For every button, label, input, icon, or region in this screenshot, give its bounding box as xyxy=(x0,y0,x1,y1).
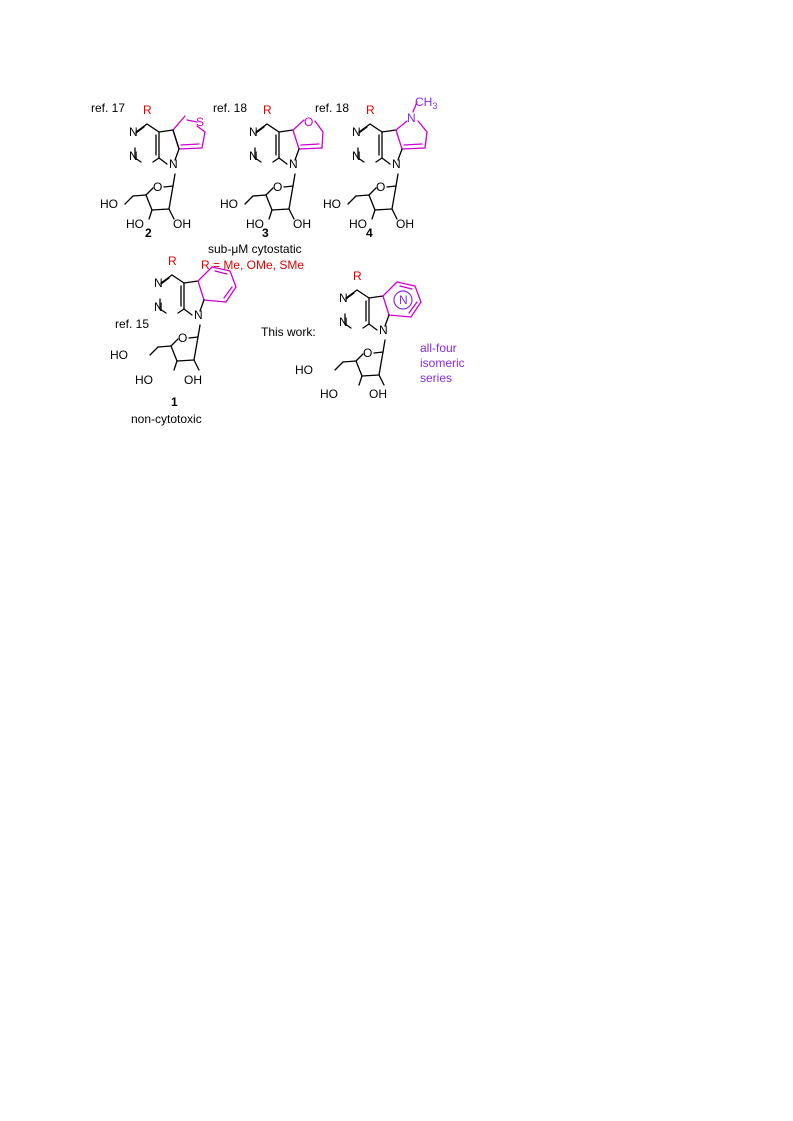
ring-oxygen-label: O xyxy=(363,346,372,360)
hydroxyl-label: OH xyxy=(293,217,311,231)
sulfur-atom-label: S xyxy=(196,115,204,129)
nitrogen-atom-label: N xyxy=(249,125,258,139)
ring-oxygen-label: O xyxy=(376,180,385,194)
compound-2-structure: R S N N N O HO HO OH xyxy=(100,103,206,231)
series-caption-line1: all-four xyxy=(420,341,457,355)
nitrogen-atom-label: N xyxy=(129,125,138,139)
this-work-structure: R N N N N O HO HO OH xyxy=(295,269,422,401)
nitrogen-atom-label: N xyxy=(169,157,178,171)
nitrogen-atom-label: N xyxy=(392,157,401,171)
activity-caption: sub-μM cytostatic xyxy=(208,242,302,256)
hydroxyl-label: HO xyxy=(220,197,238,211)
nitrogen-atom-label: N xyxy=(339,315,348,329)
nitrogen-atom-label: N xyxy=(352,149,361,163)
hydroxyl-label: HO xyxy=(295,363,313,377)
hydroxyl-label: HO xyxy=(323,197,341,211)
hydroxyl-label: HO xyxy=(135,373,153,387)
hydroxyl-label: HO xyxy=(320,387,338,401)
hydroxyl-label: HO xyxy=(100,197,118,211)
n-methylpyrrole-ring xyxy=(395,101,428,150)
nitrogen-atom-label: N xyxy=(154,300,163,314)
substituent-r-label: R xyxy=(143,103,152,117)
compound-4-number: 4 xyxy=(366,226,373,240)
compound-2-number: 2 xyxy=(145,226,152,240)
substituent-caption: R = Me, OMe, SMe xyxy=(201,258,304,272)
pyrrole-nitrogen-label: N xyxy=(407,111,416,125)
nitrogen-atom-label: N xyxy=(194,308,203,322)
ring-oxygen-label: O xyxy=(273,180,282,194)
furan-oxygen-label: O xyxy=(304,115,313,129)
compound-3-number: 3 xyxy=(262,226,269,240)
hydroxyl-label: OH xyxy=(184,373,202,387)
nitrogen-atom-label: N xyxy=(129,149,138,163)
compound-2-ref: ref. 17 xyxy=(91,101,125,115)
pyridine-nitrogen-label: N xyxy=(399,293,408,307)
nitrogen-atom-label: N xyxy=(249,149,258,163)
compound-1-number: 1 xyxy=(171,395,178,409)
hydroxyl-label: HO xyxy=(349,217,367,231)
hydroxyl-label: HO xyxy=(246,217,264,231)
compound-4-structure: R N CH3 N N N O HO HO OH xyxy=(323,95,437,231)
substituent-r-label: R xyxy=(168,254,177,268)
compound-1-structure: R N N N O HO HO OH xyxy=(110,254,237,387)
nitrogen-atom-label: N xyxy=(379,323,388,337)
hydroxyl-label: HO xyxy=(110,348,128,362)
hydroxyl-label: HO xyxy=(126,217,144,231)
nitrogen-atom-label: N xyxy=(154,276,163,290)
compound-3-ref: ref. 18 xyxy=(213,101,247,115)
series-caption-line2: isomeric xyxy=(420,356,465,370)
methyl-label: CH3 xyxy=(415,95,437,111)
this-work-label: This work: xyxy=(261,325,316,339)
ring-oxygen-label: O xyxy=(178,331,187,345)
nitrogen-atom-label: N xyxy=(289,157,298,171)
compound-4-ref: ref. 18 xyxy=(315,101,349,115)
nitrogen-atom-label: N xyxy=(352,125,361,139)
nitrogen-atom-label: N xyxy=(339,291,348,305)
substituent-r-label: R xyxy=(263,103,272,117)
substituent-r-label: R xyxy=(366,103,375,117)
pyridine-ring-generic xyxy=(382,281,422,318)
series-caption-line3: series xyxy=(420,371,452,385)
hydroxyl-label: OH xyxy=(369,387,387,401)
hydroxyl-label: OH xyxy=(173,217,191,231)
compound-3-structure: R O N N N O HO HO OH xyxy=(220,103,324,231)
non-cytotoxic-caption: non-cytotoxic xyxy=(131,412,202,426)
hydroxyl-label: OH xyxy=(396,217,414,231)
compound-1-ref: ref. 15 xyxy=(115,317,149,331)
furan-ring xyxy=(292,119,324,150)
substituent-r-label: R xyxy=(353,269,362,283)
ring-oxygen-label: O xyxy=(153,180,162,194)
benzene-ring xyxy=(197,266,237,303)
